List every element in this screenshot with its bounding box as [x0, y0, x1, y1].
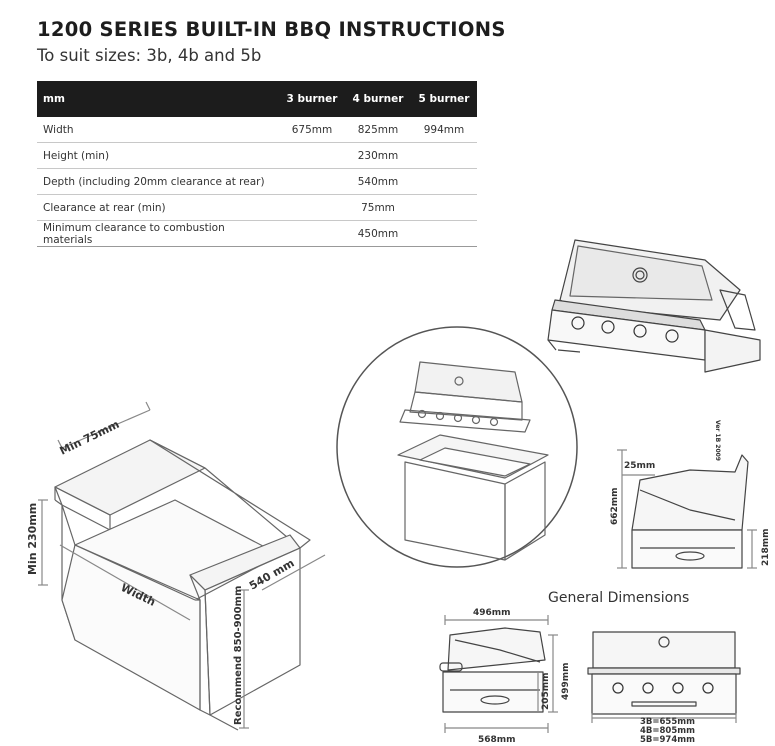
- cabinet-diagram: [38, 401, 326, 731]
- table-header-row: mm 3 burner 4 burner 5 burner: [37, 81, 477, 117]
- col-header-5-burner: 5 burner: [411, 81, 477, 117]
- label-min-230: Min 230mm: [26, 503, 39, 575]
- label-front-3b: 3B=655mm: [640, 717, 695, 727]
- label-min-75: Min 75mm: [58, 418, 122, 458]
- side-profile-diagram: [439, 615, 558, 733]
- row-label: Clearance at rear (min): [37, 194, 279, 221]
- label-front-5b: 5B=974mm: [640, 735, 695, 745]
- table-row: Minimum clearance to combustion material…: [37, 220, 477, 247]
- cell-5-burner: [411, 142, 477, 169]
- cell-3-burner: 675mm: [279, 117, 345, 143]
- col-header-4-burner: 4 burner: [345, 81, 411, 117]
- general-dimensions-heading: General Dimensions: [548, 590, 690, 606]
- cell-4-burner: 75mm: [345, 194, 411, 221]
- label-h-205: 205mm: [541, 672, 551, 710]
- col-header-3-burner: 3 burner: [279, 81, 345, 117]
- front-view-diagram: [587, 631, 741, 723]
- bbq-insert-circle: [336, 326, 578, 568]
- page-title: 1200 SERIES BUILT-IN BBQ INSTRUCTIONS: [37, 18, 506, 41]
- table-row: Height (min) 230mm: [37, 142, 477, 169]
- cell-3-burner: [279, 194, 345, 221]
- cell-4-burner: 450mm: [345, 220, 411, 247]
- row-label: Depth (including 20mm clearance at rear): [37, 168, 279, 195]
- label-h-499: 499mm: [561, 662, 571, 700]
- table-row: Clearance at rear (min) 75mm: [37, 194, 477, 221]
- page-subtitle: To suit sizes: 3b, 4b and 5b: [37, 46, 262, 65]
- side-view-diagram: [617, 449, 757, 569]
- label-side-218: 218mm: [761, 528, 771, 566]
- cell-4-burner: 540mm: [345, 168, 411, 195]
- bbq-large-illustration: [547, 239, 761, 373]
- cell-3-burner: [279, 220, 345, 247]
- label-small-text: Ver 1B 2009: [714, 420, 721, 461]
- spec-table: mm 3 burner 4 burner 5 burner Width 675m…: [37, 81, 477, 247]
- cell-3-burner: [279, 168, 345, 195]
- row-label: Width: [37, 117, 279, 143]
- cell-4-burner: 230mm: [345, 142, 411, 169]
- row-label: Height (min): [37, 142, 279, 169]
- cell-4-burner: 825mm: [345, 117, 411, 143]
- cell-5-burner: [411, 194, 477, 221]
- col-header-mm: mm: [37, 81, 279, 117]
- cell-5-burner: [411, 168, 477, 195]
- cell-5-burner: 994mm: [411, 117, 477, 143]
- table-row: Width 675mm 825mm 994mm: [37, 117, 477, 143]
- label-side-25: 25mm: [624, 461, 655, 471]
- table-row: Depth (including 20mm clearance at rear)…: [37, 168, 477, 195]
- label-top-496: 496mm: [473, 608, 511, 618]
- label-recommend-height: Recommend 850-900mm: [233, 586, 244, 725]
- label-side-662: 662mm: [610, 487, 620, 525]
- cell-5-burner: [411, 220, 477, 247]
- row-label: Minimum clearance to combustion material…: [37, 220, 279, 247]
- cell-3-burner: [279, 142, 345, 169]
- label-front-4b: 4B=805mm: [640, 726, 695, 736]
- label-w-568: 568mm: [478, 735, 516, 745]
